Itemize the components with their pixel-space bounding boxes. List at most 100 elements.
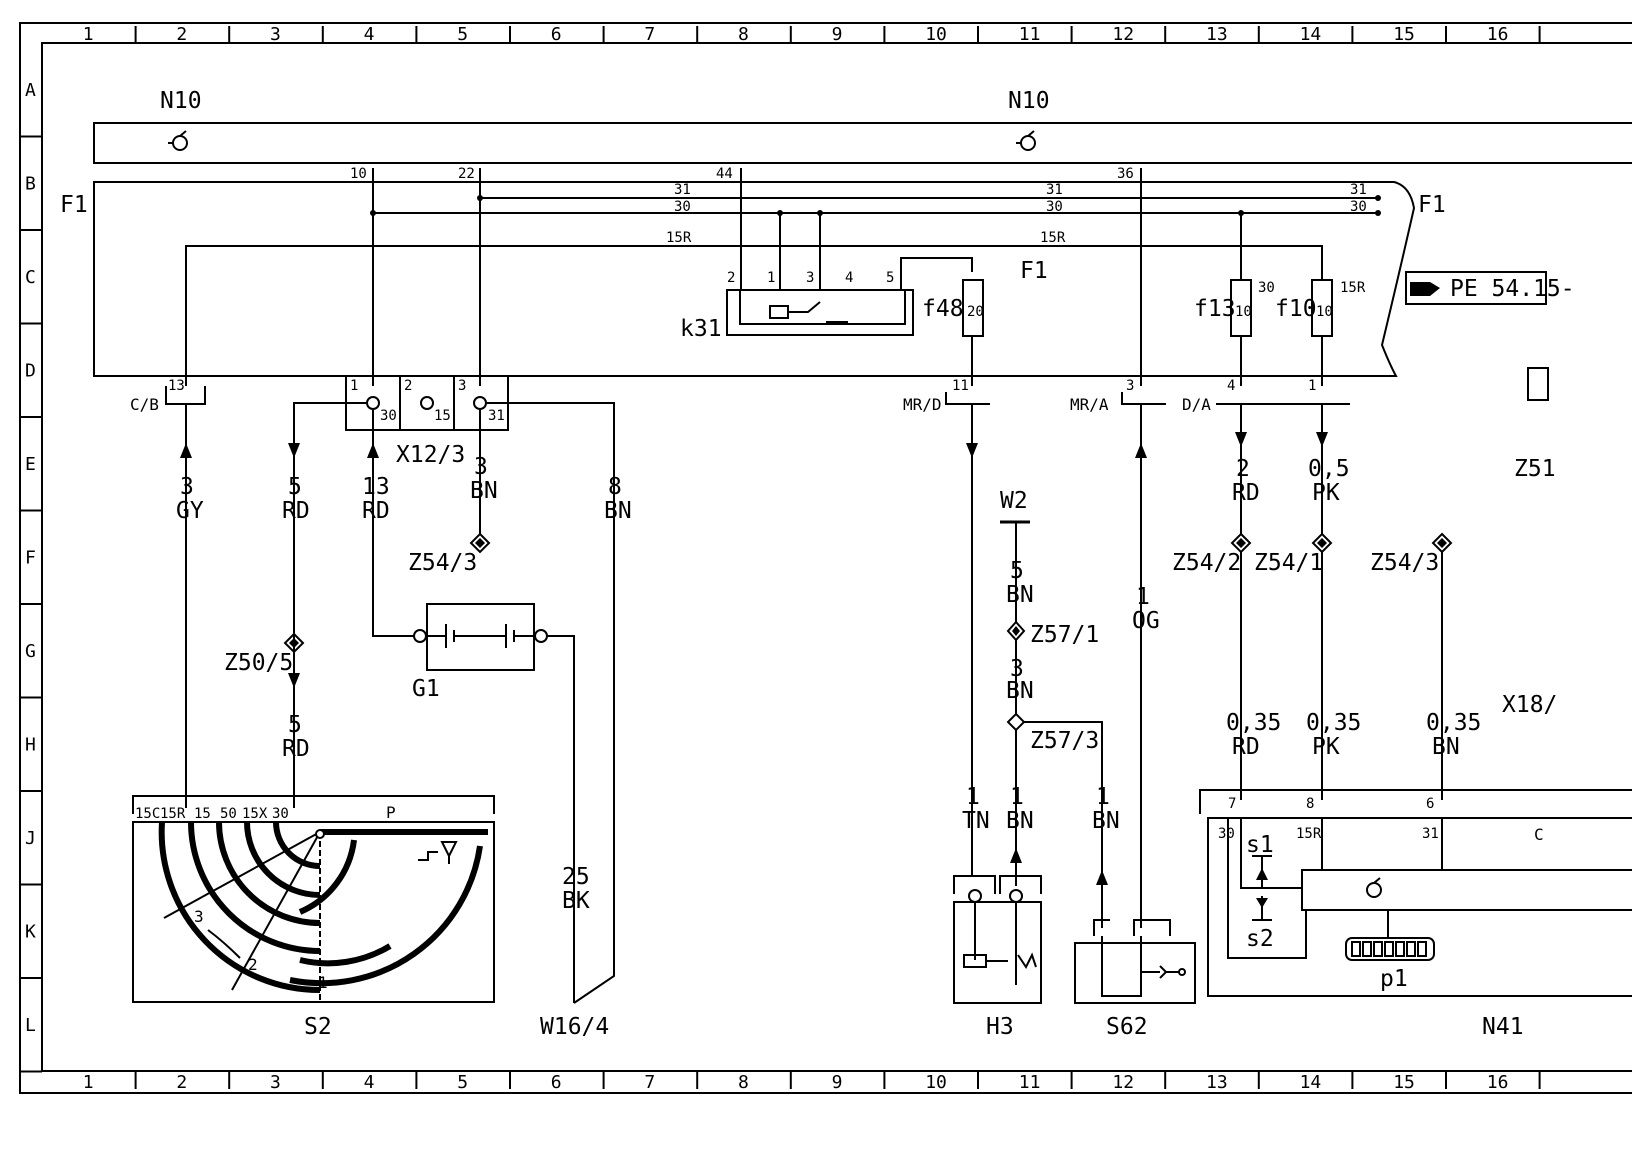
arrow-up-icon (367, 443, 379, 458)
s2-term-p: P (386, 803, 396, 822)
s1-label: s1 (1246, 832, 1274, 858)
wire-size: 5 (288, 712, 302, 738)
w2-label: W2 (1000, 488, 1028, 514)
grid-column-label: 2 (176, 24, 187, 45)
pin-22-label: 22 (458, 166, 475, 182)
splice-z57-3: Z57/3 (1030, 728, 1099, 754)
p1-digit-cell (1406, 941, 1416, 957)
bus-15r (185, 245, 1323, 386)
w16-4-label: W16/4 (540, 1014, 609, 1040)
bus-30-label: 30 (1046, 199, 1063, 215)
x12-pin-1: 1 (350, 378, 358, 394)
grid-column-label: 13 (1206, 24, 1228, 45)
f10-terminal: 15R (1340, 280, 1366, 296)
s2-switch-label: s2 (1246, 926, 1274, 952)
battery-icon (427, 624, 534, 648)
wire-size: 3 (180, 474, 194, 500)
bus-30-label: 30 (1350, 199, 1367, 215)
n41-instrument-cluster-box (1207, 817, 1632, 997)
s2-terminal-label: 15X (242, 806, 268, 822)
grid-column-label: 1 (83, 24, 94, 45)
f13-rating: 10 (1235, 304, 1252, 320)
pin-10-label: 10 (350, 166, 367, 182)
bus-15r-label: 15R (666, 230, 692, 246)
pe-reference-label: PE 54.15- (1450, 276, 1575, 302)
grid-column-label: 11 (1019, 24, 1041, 45)
splice-icon (1006, 712, 1026, 732)
grid-column-label: 7 (644, 1072, 655, 1093)
wire-color: PK (1312, 734, 1340, 760)
h3-label: H3 (986, 1014, 1014, 1040)
s2-terminal-label: 50 (220, 806, 237, 822)
wire-size: 5 (288, 474, 302, 500)
wire-color: OG (1132, 608, 1160, 634)
wire-color: TN (962, 808, 990, 834)
splice-z54-2: Z54/2 (1172, 550, 1241, 576)
f1-label-left: F1 (60, 192, 88, 218)
n10-label-right: N10 (1008, 88, 1050, 114)
grid-row-label: F (25, 547, 36, 568)
p1-digit-cell (1395, 941, 1405, 957)
x12-3-label: X12/3 (396, 442, 465, 468)
grid-column-label: 5 (457, 24, 468, 45)
connector-cb-label: C/B (130, 395, 159, 414)
da-pin-1: 1 (1308, 378, 1316, 394)
grid-column-label: 9 (832, 24, 843, 45)
f10-label: f10 (1275, 296, 1317, 322)
x18-label: X18/ (1502, 692, 1557, 718)
wire-size: 3 (474, 454, 488, 480)
k31-pin-1: 1 (767, 270, 775, 286)
grid-column-label: 13 (1206, 1072, 1228, 1093)
grid-column-ruler: 1122334455667788991010111112121313141415… (83, 24, 1541, 1093)
grid-row-label: K (25, 921, 36, 942)
grid-column-label: 8 (738, 1072, 749, 1093)
grid-row-label: E (25, 454, 36, 475)
p1-digit-cell (1362, 941, 1372, 957)
horn-icon (986, 952, 1037, 969)
connector-mrd (945, 392, 990, 405)
p1-digit-cell (1384, 941, 1394, 957)
relay-switch-icon (788, 301, 848, 323)
mra-pin-3: 3 (1126, 378, 1134, 394)
splice-icon (1431, 532, 1453, 554)
wire-color: RD (1232, 734, 1260, 760)
n41-term-31: 31 (1422, 826, 1439, 842)
n41-control-unit (1301, 869, 1632, 911)
arrow-down-icon (288, 443, 300, 458)
arrow-up-icon (180, 443, 192, 458)
wire-color: RD (282, 498, 310, 524)
wire-color: BN (1432, 734, 1460, 760)
s2-label: S2 (304, 1014, 332, 1040)
f13-label: f13 (1194, 296, 1236, 322)
wire-color: BN (604, 498, 632, 524)
k31-pin-4: 4 (845, 270, 853, 286)
n41-label: N41 (1482, 1014, 1524, 1040)
grid-column-label: 12 (1112, 24, 1134, 45)
pin-44-label: 44 (716, 166, 733, 182)
s2-position-3: 3 (194, 907, 204, 926)
grid-column-label: 3 (270, 24, 281, 45)
s62-label: S62 (1106, 1014, 1148, 1040)
grid-column-label: 16 (1487, 24, 1509, 45)
grid-column-label: 15 (1393, 24, 1415, 45)
wire-color: BN (1092, 808, 1120, 834)
wire-color: PK (1312, 480, 1340, 506)
switch-s1-icon (1252, 855, 1272, 888)
wire-size: 1 (966, 784, 980, 810)
wire-color: BN (1006, 582, 1034, 608)
n41-term-c: C (1534, 825, 1544, 844)
p1-digit-cell (1373, 941, 1383, 957)
wire-size: 0,35 (1226, 710, 1281, 736)
bus-15r-label: 15R (1040, 230, 1066, 246)
p1-digit-cell (1417, 941, 1427, 957)
grid-row-label: C (25, 267, 36, 288)
pin-36-label: 36 (1117, 166, 1134, 182)
g1-label: G1 (412, 676, 440, 702)
f1-label-right: F1 (1418, 192, 1446, 218)
grid-column-label: 12 (1112, 1072, 1134, 1093)
x12-term-15: 15 (434, 408, 451, 424)
switch-s2-icon (1252, 896, 1272, 921)
f48-label: f48 (922, 296, 964, 322)
wire-size: 5 (1010, 558, 1024, 584)
